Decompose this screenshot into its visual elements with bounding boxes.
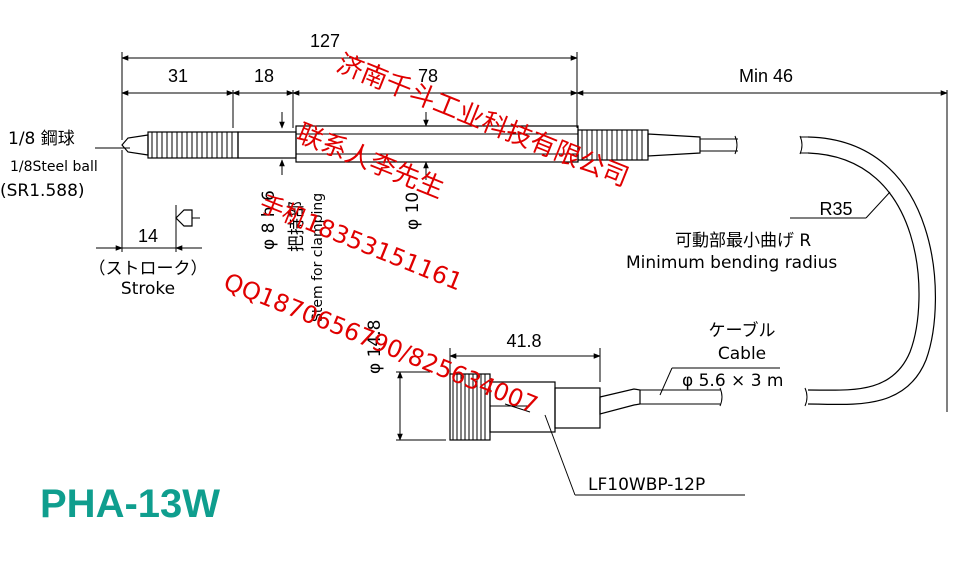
dim-seg-tip: 31: [168, 66, 188, 86]
cable-bend: [640, 136, 937, 407]
dim-connector-length: 41.8: [506, 331, 541, 351]
label-cable-jp: ケーブル: [709, 320, 776, 341]
label-stem-dia: φ 8 h 6: [259, 190, 279, 250]
label-cable-en: Cable: [718, 344, 766, 364]
label-connector-dia: φ 14.8: [365, 320, 385, 374]
stroke-tip-icon: [175, 209, 200, 227]
watermark-qq: QQ1870656790/825634007: [220, 268, 542, 420]
label-stem-jp: 把持部: [287, 201, 307, 252]
label-body-dia: φ 10: [403, 192, 423, 230]
watermark: 济南千斗工业科技有限公司 联系人李先生 手机18353151161 QQ1870…: [220, 49, 633, 420]
label-ball-jp: 1/8 鋼球: [8, 129, 75, 149]
label-stroke-jp: （ストローク）: [89, 259, 208, 279]
dim-radius: R35: [819, 199, 852, 219]
probe-body: [121, 125, 808, 163]
dim-overall: 127: [310, 31, 340, 51]
label-connector-model: LF10WBP-12P: [588, 475, 705, 495]
label-bend-en: Minimum bending radius: [626, 253, 837, 273]
label-cable-spec: φ 5.6 × 3 m: [682, 371, 784, 391]
dimension-lines: [96, 55, 948, 441]
dim-stroke: 14: [138, 226, 158, 246]
label-bend-jp: 可動部最小曲げ R: [675, 231, 811, 251]
label-ball-sr: (SR1.588): [0, 181, 85, 201]
dim-min-cable: Min 46: [739, 66, 793, 86]
dim-seg-mid: 18: [254, 66, 274, 86]
model-label: PHA-13W: [40, 482, 221, 526]
leader-lines: [95, 147, 891, 496]
dim-seg-body: 78: [418, 66, 438, 86]
label-stroke-en: Stroke: [121, 279, 175, 299]
label-ball-en: 1/8Steel ball: [10, 159, 98, 175]
extension-lines: [121, 52, 948, 441]
label-stem-en: Stem for clamping: [310, 193, 326, 322]
connector: [449, 373, 641, 441]
